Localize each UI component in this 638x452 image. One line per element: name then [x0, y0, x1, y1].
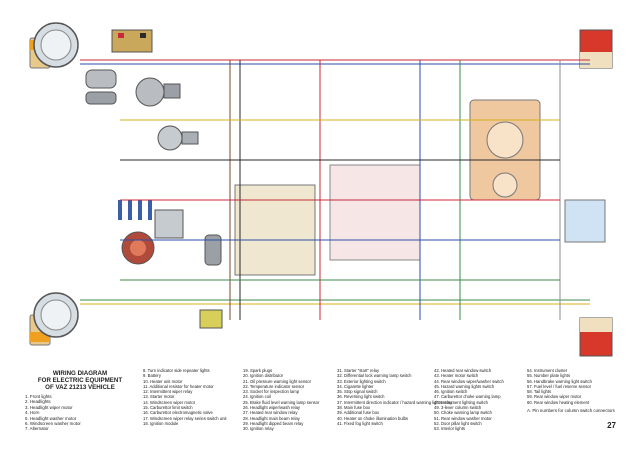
legend-item: 35. Stop signal switch — [337, 389, 378, 395]
legend-column-3: 19. Spark plugs 20. Ignition distributor… — [243, 368, 319, 432]
heater-motor — [154, 209, 184, 239]
legend-item: 54. Instrument cluster — [527, 368, 568, 373]
legend-item: 13. Starter motor — [143, 394, 175, 400]
legend-column-4: 31. Starter "start" relay 32. Differenti… — [337, 368, 452, 426]
legend-item: 22. Temperature indicator sensor — [243, 383, 305, 389]
legend-item: 51. Rear window washer motor — [434, 415, 492, 421]
legend-item: 17. Windscreen wiper relay series switch… — [143, 415, 227, 421]
legend-item: 19. Spark plugs — [243, 368, 273, 373]
relay-block — [329, 164, 421, 261]
legend-item: 18. Ignition module — [143, 420, 179, 426]
battery — [111, 29, 153, 53]
legend-item: 14. Windscreen wiper motor — [143, 399, 196, 405]
legend-item: 57. Fuel level / fuel reserve sensor — [527, 383, 592, 389]
legend-column-1: 1. Front lights 2. Headlights 3. Headlig… — [25, 394, 81, 432]
legend-column-2: 8. Turn indicator side repeater lights 9… — [143, 368, 227, 426]
legend-item: 9. Battery — [143, 373, 161, 379]
page-number: 27 — [607, 421, 616, 430]
legend-item: 37. Intermittent direction indicator / h… — [337, 399, 453, 405]
starter-motor — [85, 69, 117, 105]
instrument-cluster — [469, 99, 541, 201]
legend-item: 46. Ignition switch — [434, 389, 468, 395]
legend-item: 38. Main fuse box — [337, 405, 371, 411]
tail-light-lower — [579, 317, 613, 357]
legend-item: 45. Hazard warning lights switch — [434, 383, 495, 389]
legend-item: 52. Door pillar light switch — [434, 420, 482, 426]
legend-item: 8. Turn indicator side repeater lights — [143, 368, 210, 373]
legend-column-5: 42. Heated rear window switch 43. Heater… — [434, 368, 504, 432]
main-fuse-box — [234, 184, 316, 276]
ignition-module — [199, 309, 223, 329]
legend-item: 3. Headlight wiper motor — [25, 404, 73, 410]
legend-item: 58. Tail lights — [527, 389, 552, 395]
legend-item: 34. Cigarette lighter — [337, 383, 374, 389]
legend-item: 31. Starter "start" relay — [337, 368, 380, 373]
legend-item: 26. Headlight wiper/wash relay — [243, 405, 301, 411]
legend-item: 60. Rear window heating element — [527, 399, 590, 405]
ignition-distributor — [121, 231, 155, 265]
rear-window-heating-element — [564, 199, 606, 243]
windscreen-wiper-motor — [157, 125, 199, 151]
legend-item: 55. Number plate lights — [527, 373, 571, 379]
legend-item: 43. Heater motor switch — [434, 373, 479, 379]
legend-item: 41. Fixed fog light switch — [337, 420, 383, 426]
spark-plugs — [118, 200, 152, 220]
diagram-title-line-1: WIRING DIAGRAM — [52, 370, 108, 377]
legend-item: 59. Rear window wiper motor — [527, 394, 582, 400]
legend-item: 11. Additional resistor for heater motor — [143, 383, 214, 389]
legend-item: 30. Ignition relay — [243, 426, 274, 432]
legend-item: 39. Additional fuse box — [337, 410, 380, 416]
legend-item: 53. Interior lights — [434, 426, 465, 432]
legend-item: 10. Heater unit motor — [143, 378, 183, 384]
legend-item: 27. Heated rear window relay — [243, 410, 298, 416]
legend-item: 47. Carburettor choke warning lamp — [434, 394, 501, 400]
legend-item: 29. Headlight dipped beam relay — [243, 420, 304, 426]
legend-item: 56. Handbrake warning light switch — [527, 378, 592, 384]
legend-item: 24. Ignition coil — [243, 394, 271, 400]
legend-item: 21. Oil pressure warning light sensor — [243, 378, 311, 384]
headlight-upper — [33, 22, 79, 68]
legend-item: 25. Brake fluid level warning lamp senso… — [243, 399, 320, 405]
legend-item: 44. Rear window wiper/washer switch — [434, 378, 504, 384]
legend-item: 50. Choke warning lamp switch — [434, 410, 492, 416]
legend-item: 12. Intermittent wiper relay — [143, 389, 193, 395]
alternator — [135, 77, 181, 107]
legend-item: 40. Heater on choke illumination bulbs — [337, 415, 408, 421]
legend-item: 4. Horn — [25, 410, 40, 416]
diagram-title: WIRING DIAGRAM FOR ELECTRIC EQUIPMENT OF… — [25, 370, 135, 391]
legend-item: 16. Carburettor electromagnetic valve — [143, 410, 213, 416]
legend-item: 6. Windscreen washer motor — [25, 421, 81, 427]
legend-item: 33. Exterior lighting switch — [337, 378, 386, 384]
legend-item: 28. Headlight main beam relay — [243, 415, 300, 421]
legend-item: 15. Carburettor limit switch — [143, 405, 193, 411]
legend-item: 20. Ignition distributor — [243, 373, 284, 379]
tail-light-upper — [579, 29, 613, 69]
diagram-title-line-2: FOR ELECTRIC EQUIPMENT — [37, 377, 123, 384]
diagram-title-line-3: OF VAZ 21213 VEHICLE — [45, 384, 115, 391]
legend-item: 36. Reversing light switch — [337, 394, 385, 400]
legend-column-6: 54. Instrument cluster 55. Number plate … — [527, 368, 615, 413]
ignition-coil — [204, 234, 222, 266]
legend-item: 48. Instrument lighting switch — [434, 399, 488, 405]
legend-item: 7. Alternator — [25, 426, 49, 432]
legend-item: 42. Heated rear window switch — [434, 368, 492, 373]
wire-harness — [80, 59, 590, 320]
legend-item: 23. Socket for inspection lamp — [243, 389, 300, 395]
legend-item: 32. Differential lock warning lamp switc… — [337, 373, 412, 379]
legend-item: 49. 3-lever column switch — [434, 405, 482, 411]
wiring-diagram — [29, 22, 613, 357]
legend-item: 1. Front lights — [25, 394, 52, 399]
legend-note: A. Pin numbers for column switch connect… — [527, 408, 615, 414]
headlight-lower — [33, 292, 79, 338]
legend-item: 5. Headlight washer motor — [25, 415, 77, 421]
legend-item: 2. Headlights — [25, 399, 51, 405]
